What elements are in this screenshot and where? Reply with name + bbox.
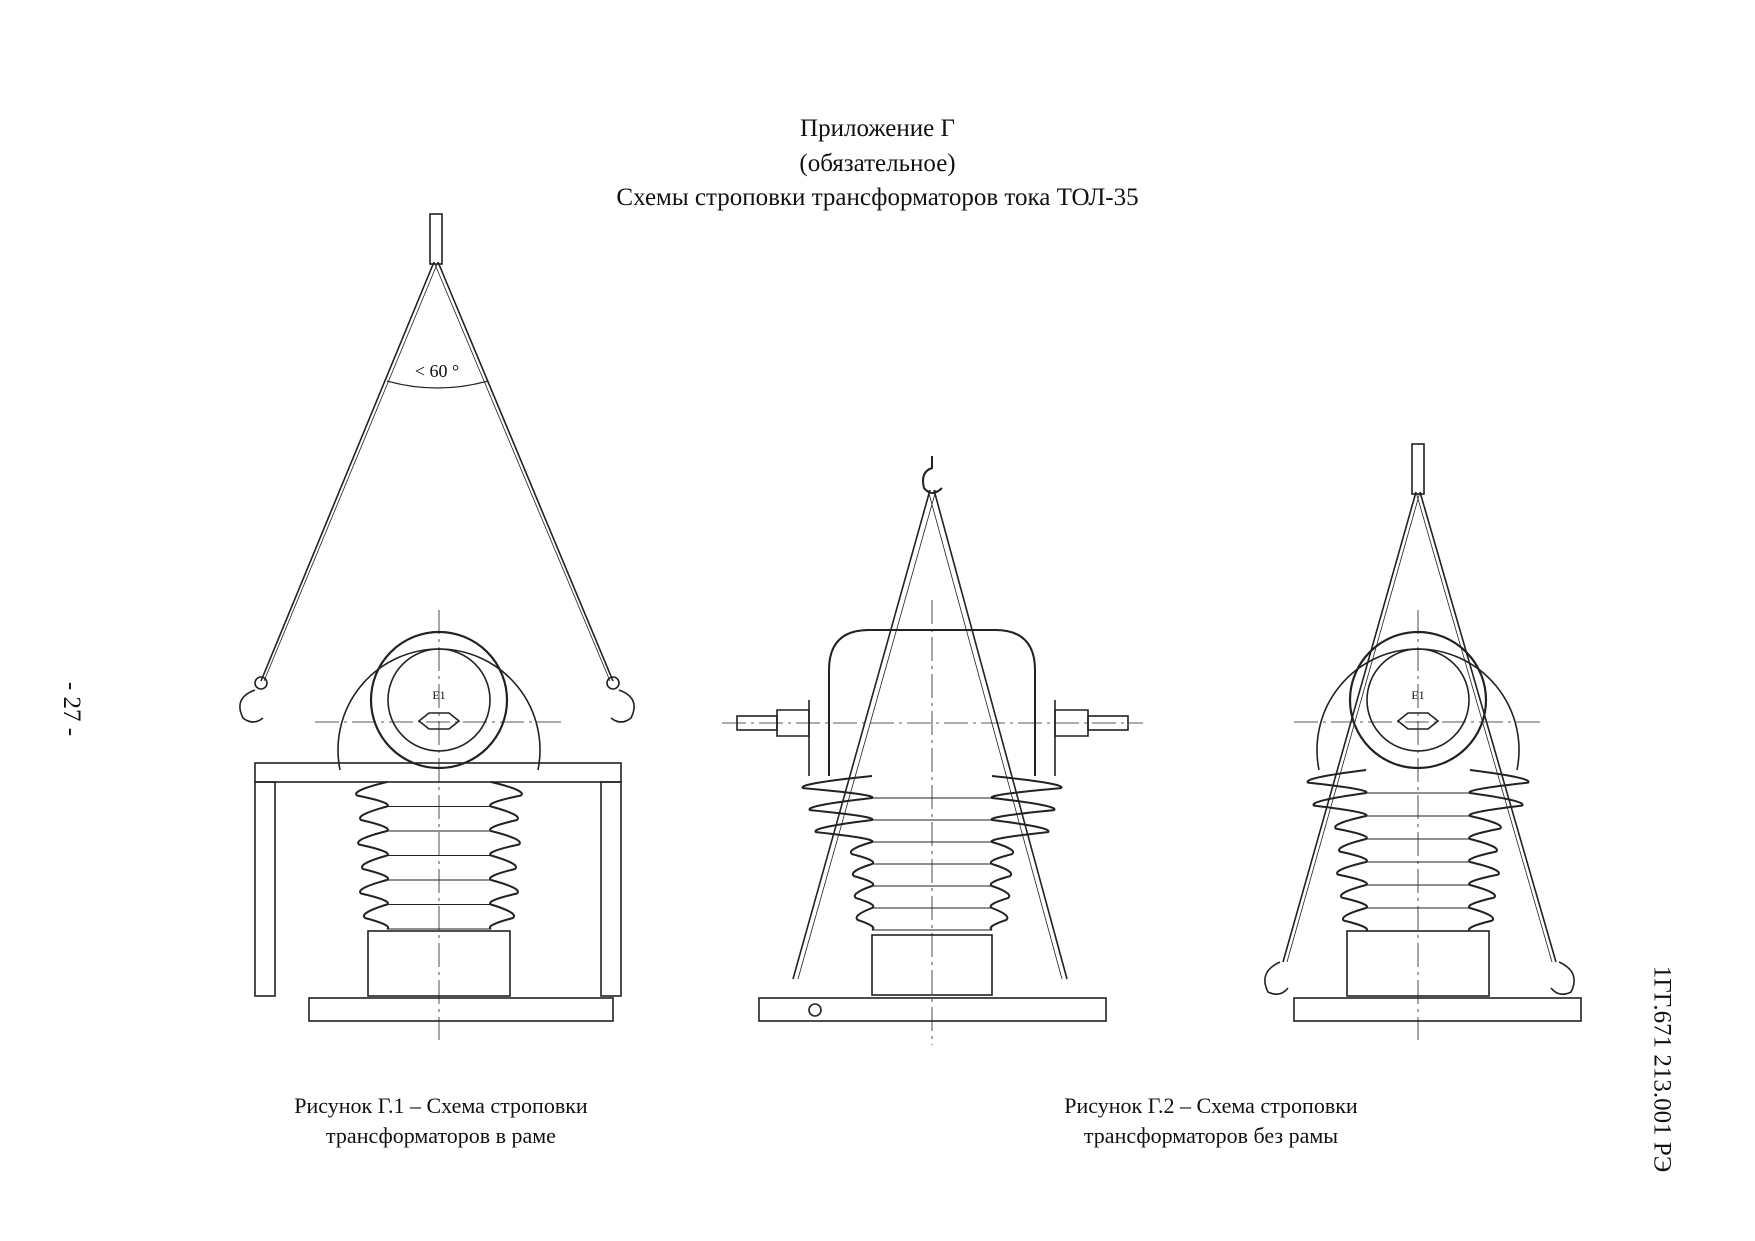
appendix-status: (обязательное) [799,150,956,177]
figure1-frame-top-bar [254,762,622,783]
figure3-sheds-right [1468,769,1530,932]
figure1-frame-post-left [254,781,276,997]
appendix-subtitle: Схемы строповки трансформаторов тока ТОЛ… [616,184,1139,211]
figure2-caption-line1: Рисунок Г.2 – Схема строповки [1064,1093,1358,1118]
figure3-terminal [1396,712,1440,730]
figure1-sheds-left [355,781,389,930]
figure1-angle-arc [386,380,489,389]
figure1-sling-right [437,261,614,682]
figure2-caption-line2: трансформаторов без рамы [1083,1123,1339,1148]
figure1-terminal [417,712,461,730]
figure1-shackle-left [254,676,268,690]
figure2-sheds-right [989,775,1063,931]
appendix-title: Приложение Г [800,115,955,142]
figure3-sling-left [1282,491,1417,963]
figure1-sling-left-outer [263,261,439,682]
figure3-base-plate [1293,997,1582,1022]
figure1-hook-right [610,689,635,723]
figure1-drawing: < 60 ° Е1 [239,213,635,1040]
figure1-caption-line2: трансформаторов в раме [326,1123,556,1148]
figure2-drawing [722,456,1143,1045]
figure1-base-plate [308,997,614,1022]
figure1-frame-post-right [600,781,622,997]
figure3-sling-left-outer [1286,491,1421,963]
figure2-terminal-left-sleeve [776,709,810,737]
figure3-drawing: Е1 [1264,443,1582,1040]
figure1-sling-right-outer [433,261,611,682]
figure1-shackle-right [606,676,620,690]
figure2-sling-right [933,489,1068,980]
figure1-crane-hook [429,213,443,265]
figure1-sheds-right [489,781,523,930]
figure3-sling-right-outer [1415,491,1553,963]
figure2-terminal-right-sleeve [1054,709,1089,737]
figure1-hook-left [239,689,264,723]
figure3-sheds-left [1306,769,1368,932]
figure1-caption-line1: Рисунок Г.1 – Схема строповки [294,1093,588,1118]
figure1-sling-left [260,261,435,682]
figure2-sling-right-outer [927,489,1063,980]
figure2-ground-terminal [808,1003,822,1017]
figure1-angle-label: < 60 ° [415,361,459,381]
figure3-hook-right [1550,961,1575,996]
figure2-sheds-left [801,775,875,931]
figure2-sling-left-outer [797,489,937,980]
figure2-crane-hook [922,456,943,494]
figure2-base-plate [758,997,1107,1022]
figure3-sling-right [1419,491,1557,963]
figure2-sling-left [792,489,931,980]
figure3-hook-left [1264,961,1289,996]
figure3-crane-hook [1411,443,1425,495]
